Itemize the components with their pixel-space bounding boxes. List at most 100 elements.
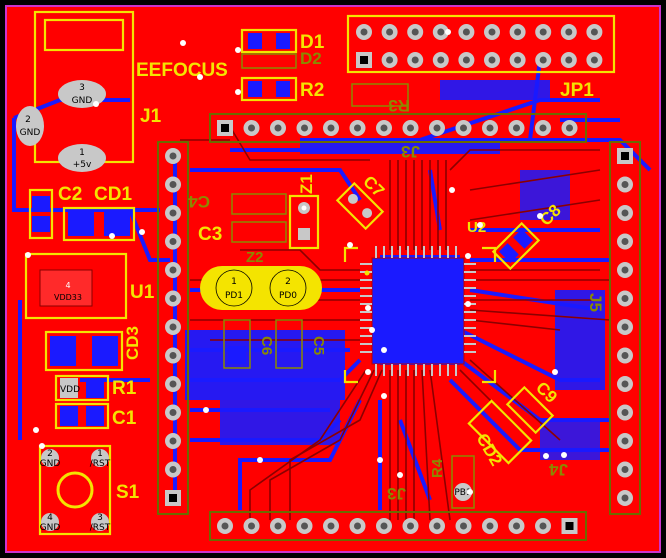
- jp1-pin-drill: [590, 56, 598, 64]
- r2-resistor: [240, 76, 298, 102]
- u2-label: U2: [467, 219, 486, 236]
- svg-text:GND: GND: [72, 96, 93, 106]
- svg-text:PB1: PB1: [454, 488, 471, 498]
- u1-regulator: 4 VDD33: [24, 252, 128, 320]
- svg-text:+5v: +5v: [73, 160, 92, 170]
- right-pin-header: [609, 141, 641, 515]
- c9-capacitor: [505, 385, 555, 435]
- r2-label: R2: [300, 80, 324, 101]
- via: [552, 369, 558, 375]
- left-header-pin-drill: [169, 152, 177, 160]
- d1-label: D1: [300, 32, 325, 53]
- jp1-label: JP1: [560, 80, 594, 101]
- right-header-pin-drill: [621, 380, 629, 388]
- left-header-pin-drill: [169, 295, 177, 302]
- jp1-pin-drill: [539, 56, 547, 64]
- bottom-header-pin-drill: [539, 522, 547, 530]
- right-header-pin-drill: [621, 209, 629, 217]
- right-header-pin-drill: [621, 323, 629, 331]
- via: [381, 393, 387, 399]
- j5-label: J5: [586, 293, 605, 312]
- top-header-pin-drill: [327, 124, 335, 132]
- svg-text:GND: GND: [40, 459, 61, 469]
- left-header-pin-drill: [169, 323, 177, 331]
- right-header-pin-drill: [621, 295, 629, 302]
- c3-capacitor: [231, 221, 287, 243]
- bottom-header-pin-drill: [248, 522, 255, 530]
- top-header-pin-drill: [407, 124, 414, 132]
- left-header-pin-drill: [169, 266, 177, 274]
- via: [235, 47, 241, 53]
- via: [561, 452, 567, 458]
- jp1-pin-drill: [411, 28, 419, 36]
- jp1-pin-drill: [565, 56, 573, 64]
- via: [25, 252, 31, 258]
- jp1-header: [346, 14, 616, 74]
- via: [257, 457, 263, 463]
- jp1-pin-drill: [565, 28, 573, 36]
- via: [347, 242, 353, 248]
- bottom-header-pin-drill: [301, 522, 308, 530]
- j1-pad-1: [58, 144, 106, 172]
- bottom-header-pin-drill: [513, 522, 520, 530]
- via: [39, 443, 45, 449]
- u1-pad-name: VDD33: [54, 293, 82, 302]
- top-header-pin-drill: [274, 124, 282, 132]
- svg-text:/RST: /RST: [90, 523, 111, 533]
- bottom-header-pin-drill: [327, 522, 335, 530]
- eefocus-logo-text: EEFOCUS: [136, 60, 228, 81]
- z2-crystal: 1 PD1 2 PD0: [200, 266, 322, 310]
- top-pin-header: [209, 113, 587, 143]
- bottom-header-pin-drill: [565, 522, 574, 530]
- c7-capacitor: [335, 181, 385, 231]
- right-header-pin-drill: [621, 437, 629, 445]
- via: [365, 305, 371, 311]
- via: [93, 101, 99, 107]
- c6-label: C6: [258, 336, 275, 355]
- r3-resistor: [351, 83, 409, 107]
- jp1-pin-drill: [411, 56, 419, 64]
- svg-text:2: 2: [285, 277, 291, 287]
- svg-text:2: 2: [47, 449, 53, 459]
- top-header-pin-drill: [248, 124, 255, 132]
- d2-diode: [241, 53, 297, 69]
- top-header-pin-drill: [221, 124, 229, 132]
- top-header-pin-drill: [539, 124, 547, 132]
- left-header-pin-drill: [169, 437, 177, 445]
- vias: [25, 29, 567, 495]
- u2-mcu: [343, 246, 497, 384]
- top-header-pin-drill: [354, 124, 361, 132]
- cd3-label: CD3: [123, 326, 142, 360]
- bottom-header-pin-drill: [433, 522, 441, 530]
- j1-pad-2: [16, 106, 44, 146]
- via: [203, 407, 209, 413]
- top-copper-pour: [6, 6, 660, 552]
- c5-label: C5: [310, 336, 327, 355]
- c1-label: C1: [112, 408, 137, 429]
- jp1-pin-drill: [539, 28, 547, 36]
- via: [180, 40, 186, 46]
- s1-label: S1: [116, 482, 140, 503]
- svg-text:/RST: /RST: [90, 459, 111, 469]
- c8-capacitor: [491, 221, 541, 271]
- jp1-pin-drill: [462, 28, 470, 36]
- svg-text:GND: GND: [20, 128, 41, 138]
- left-header-pin-drill: [169, 209, 177, 217]
- z1-label: Z1: [297, 174, 316, 194]
- jp1-pin-drill: [360, 28, 368, 36]
- j1-pad-3: [58, 80, 106, 108]
- c4-capacitor: [231, 193, 287, 215]
- bottom-header-pin-drill: [486, 522, 494, 530]
- left-pin-header: [157, 141, 189, 515]
- right-header-pin-drill: [621, 409, 629, 416]
- svg-text:3: 3: [79, 83, 85, 93]
- bottom-header-pin-drill: [221, 522, 229, 530]
- bottom-header-pin-drill: [460, 522, 467, 530]
- jp1-pin-drill: [437, 56, 445, 64]
- cd1-capacitor: [62, 206, 136, 242]
- r4-label: R4: [429, 458, 446, 478]
- cd3-capacitor: [44, 330, 124, 372]
- top-header-pin-drill: [566, 124, 573, 132]
- via: [109, 233, 115, 239]
- jp1-pin-drill: [514, 28, 522, 36]
